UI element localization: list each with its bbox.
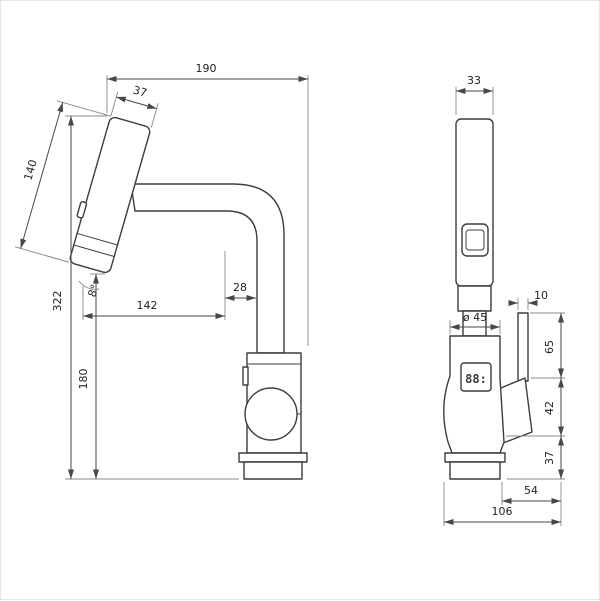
base-flange-side [238,452,308,463]
ext-37-b [150,103,159,128]
dim-handle-width: 10 [534,289,548,302]
dim-head-length: 140 [21,158,39,182]
body-display-edge [242,366,249,386]
dim-spout-width: 33 [467,74,481,87]
sprayer-head [69,116,151,274]
ext-37-a [110,91,119,117]
dim-handle-length: 65 [543,340,556,354]
dim-lower-height: 180 [77,369,90,390]
knob [244,387,298,441]
spout-connector [457,285,492,312]
ext-140-a [56,100,111,117]
base-front [449,461,501,480]
dim-head-width: 37 [131,83,148,99]
dim-overall-depth: 106 [492,505,513,518]
angle-arc [78,280,100,290]
dim-base-height: 37 [543,451,556,465]
dim-head-width-line [116,96,157,110]
faucet-body-front [443,335,505,454]
dim-body-diameter: ø 45 [463,311,487,324]
base-side [243,461,303,480]
base-flange-front [444,452,506,463]
dim-hub-height: 42 [543,401,556,415]
front-view: 88: 33 ø 45 10 65 42 37 [443,74,565,526]
sensor-window [461,223,489,257]
dim-overall-height: 322 [51,291,64,312]
sprayer-head-group [69,116,151,274]
angle-ref-line [44,254,69,263]
dim-spout-offset: 28 [233,281,247,294]
dim-center-to-handle: 54 [524,484,538,497]
spout-tube [130,183,285,354]
handle-stick [517,312,529,382]
dim-head-angle: 8° [85,283,101,299]
sprayer-face-line-2 [76,232,118,246]
dim-head-length-line [20,102,64,249]
spout-front [455,118,494,287]
display-window [460,362,492,392]
side-view: 190 37 140 322 180 142 28 8° [14,62,309,480]
head-button [76,201,88,219]
sensor-window-inner [465,229,485,251]
sprayer-face-line-1 [73,244,115,258]
dim-reach: 142 [137,299,158,312]
display-value: 88: [465,372,487,386]
dim-overall-width: 190 [196,62,217,75]
